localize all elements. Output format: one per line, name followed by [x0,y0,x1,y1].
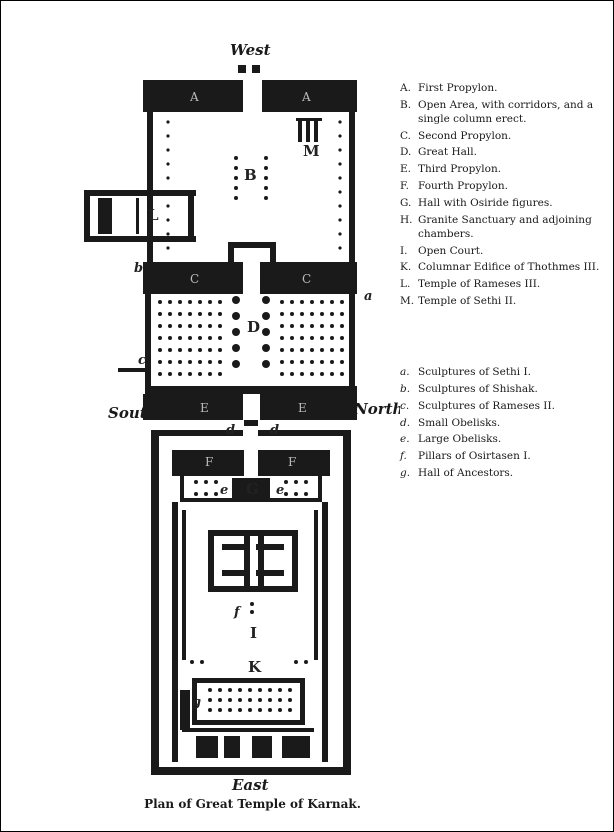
label-c: c [138,353,146,368]
label-A-left: A [189,90,199,104]
label-e-right: e [276,483,284,498]
legend-item: A.First Propylon. [400,82,498,94]
legend-item: K.Columnar Edifice of Thothmes III. [400,261,600,274]
legend-item: E.Third Propylon. [400,163,502,176]
label-d-right: d [270,423,279,438]
label-e-left: e [220,483,228,498]
label-B: B [244,166,257,184]
second-propylon-right [260,262,357,294]
legend-item: C.Second Propylon. [400,129,512,142]
legend-lower: a.Sculptures of Sethi I. b.Sculptures of… [400,366,612,484]
label-b: b [134,261,143,276]
compass-west: West [230,41,271,59]
area-b-east-wall [349,112,355,262]
label-C-right: C [302,272,311,286]
area-b-west-wall [147,112,153,262]
legend-item: B.Open Area, with corridors, and a singl… [400,98,594,125]
label-M: M [303,142,320,160]
legend-upper: A.First Propylon. B.Open Area, with corr… [400,82,612,312]
compass-east: East [231,776,269,794]
label-g: g [192,695,201,710]
legend-item: D.Great Hall. [400,146,477,159]
label-f: f [233,605,242,620]
legend-item: M.Temple of Sethi II. [400,295,517,308]
legend-item: b.Sculptures of Shishak. [400,382,538,395]
label-E-left: E [200,401,209,415]
label-D: D [247,318,260,336]
legend-item: F.Fourth Propylon. [400,180,508,193]
label-C-left: C [190,272,199,286]
label-L: L [148,206,159,224]
third-propylon-left [143,394,243,420]
legend-item: g.Hall of Ancestors. [400,467,514,480]
label-E-right: E [298,401,307,415]
third-propylon-right [260,394,357,420]
label-F-left: F [205,455,213,469]
label-A-right: A [301,90,311,104]
second-propylon-left [143,262,243,294]
temple-plan: West East South North A A C C E E F F B … [84,41,400,794]
legend-item: a.Sculptures of Sethi I. [400,366,531,378]
label-F-right: F [288,455,296,469]
legend-item: d.Small Obelisks. [400,416,501,429]
label-I: I [250,624,257,642]
label-a: a [364,289,372,304]
legend-item: G.Hall with Osiride figures. [400,197,553,210]
label-d-left: d [226,423,235,438]
legend-item: I.Open Court. [400,244,484,257]
figure-caption: Plan of Great Temple of Karnak. [144,797,361,811]
first-propylon-left [143,80,243,112]
compass-south: South [108,404,158,422]
label-K: K [248,658,262,676]
legend-item: f.Pillars of Osirtasen I. [400,450,531,463]
legend-item: c.Sculptures of Rameses II. [400,399,555,412]
legend-item: e.Large Obelisks. [400,433,502,446]
fourth-propylon-right [258,450,330,476]
label-G: G [246,480,259,498]
fourth-propylon-left [172,450,244,476]
compass-north: North [353,400,400,418]
legend-item: H.Granite Sanctuary and adjoining chambe… [400,213,592,240]
legend-item: L.Temple of Rameses III. [400,278,541,291]
first-propylon-right [262,80,357,112]
